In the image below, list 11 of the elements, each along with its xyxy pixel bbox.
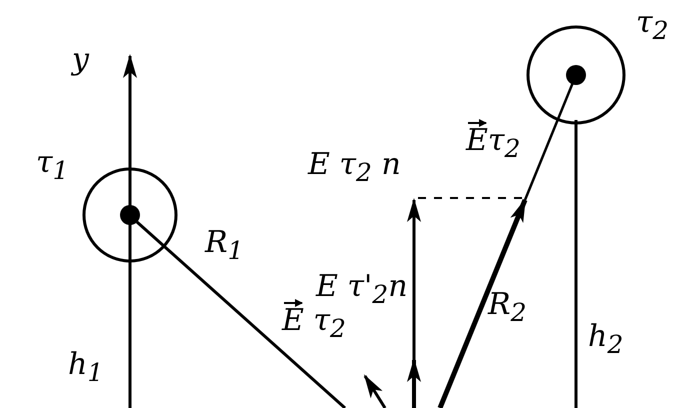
charge-label: τ$_{2}$ — [636, 8, 669, 43]
charge-label: τ$_{1}$ — [36, 148, 69, 183]
height-label: h$_{1}$ — [68, 350, 104, 385]
field-vector-label: E τ$_{2}$ — [282, 306, 346, 341]
field-component-label: E τ$_{2}$ n — [308, 150, 401, 185]
field-component-label: E τ'$_{2}$n — [316, 272, 408, 307]
height-label: h$_{2}$ — [588, 322, 624, 357]
distance-label: R$_{2}$ — [488, 290, 526, 325]
field-vector-label: Eτ$_{2}$ — [466, 126, 520, 161]
axis-label: y — [72, 45, 89, 75]
distance-label: R$_{1}$ — [205, 228, 244, 263]
